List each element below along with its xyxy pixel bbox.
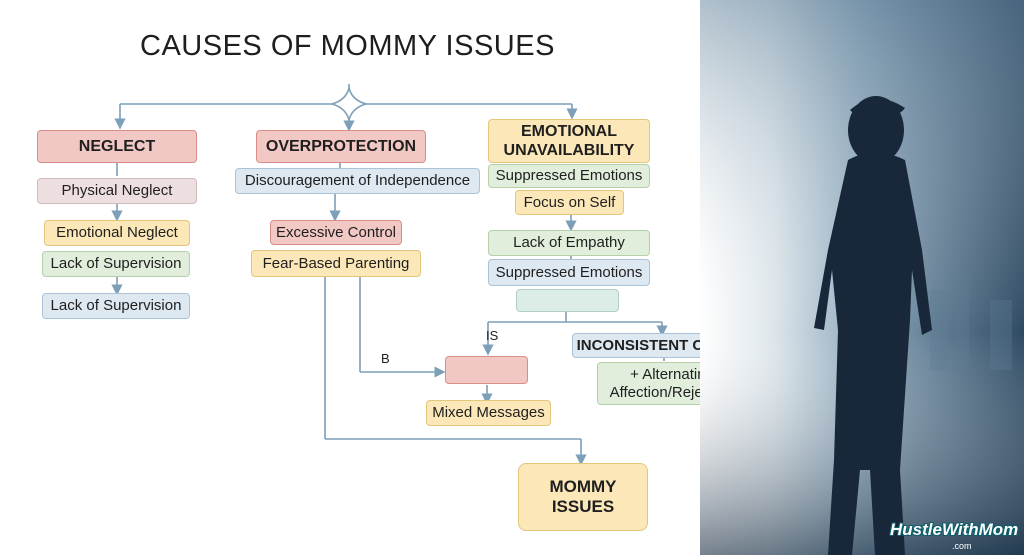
node-discouragement-of-independence: Discouragement of Independence [235,168,480,194]
diagram-title: CAUSES OF MOMMY ISSUES [140,30,555,62]
node-alternating-line1: + Alternating [630,365,714,383]
label-is: IS [486,328,499,343]
node-emotional-unavailability-line2: UNAVAILABILITY [503,142,635,159]
brand-logo: HustleWithMom [890,520,1019,539]
node-physical-neglect: Physical Neglect [37,178,197,204]
brand-logo-domain: .com [952,541,972,551]
node-overprotection: OVERPROTECTION [256,130,426,163]
node-emotional-unavailability-line1: EMOTIONAL [521,122,617,140]
node-suppressed-emotions: Suppressed Emotions [488,164,650,188]
node-neglect: NEGLECT [37,130,197,163]
node-mommy-issues: MOMMY ISSUES [518,463,648,531]
node-lack-of-empathy: Lack of Empathy [488,230,650,256]
node-emotional-neglect: Emotional Neglect [44,220,190,246]
node-blank-box [516,289,619,312]
node-lack-of-supervision: Lack of Supervision [42,293,190,319]
node-mommy-issues-line2: ISSUES [551,497,615,516]
node-mixed-messages: Mixed Messages [426,400,551,426]
node-fear-based-parenting: Fear-Based Parenting [251,250,421,277]
node-focus-on-self: Focus on Self [515,190,624,215]
node-mommy-issues-line1: MOMMY [549,476,617,496]
node-lack-of-supervision: Lack of Supervision [42,251,190,277]
person-silhouette [814,96,932,555]
node-excessive-control: Excessive Control [270,220,402,245]
silhouette-photo [700,0,1024,555]
node-blank-red-box [445,356,528,384]
node-emotional-unavailability: EMOTIONAL UNAVAILABILITY [488,119,650,163]
label-b: B [381,351,390,366]
node-suppressed-emotions: Suppressed Emotions [488,259,650,286]
